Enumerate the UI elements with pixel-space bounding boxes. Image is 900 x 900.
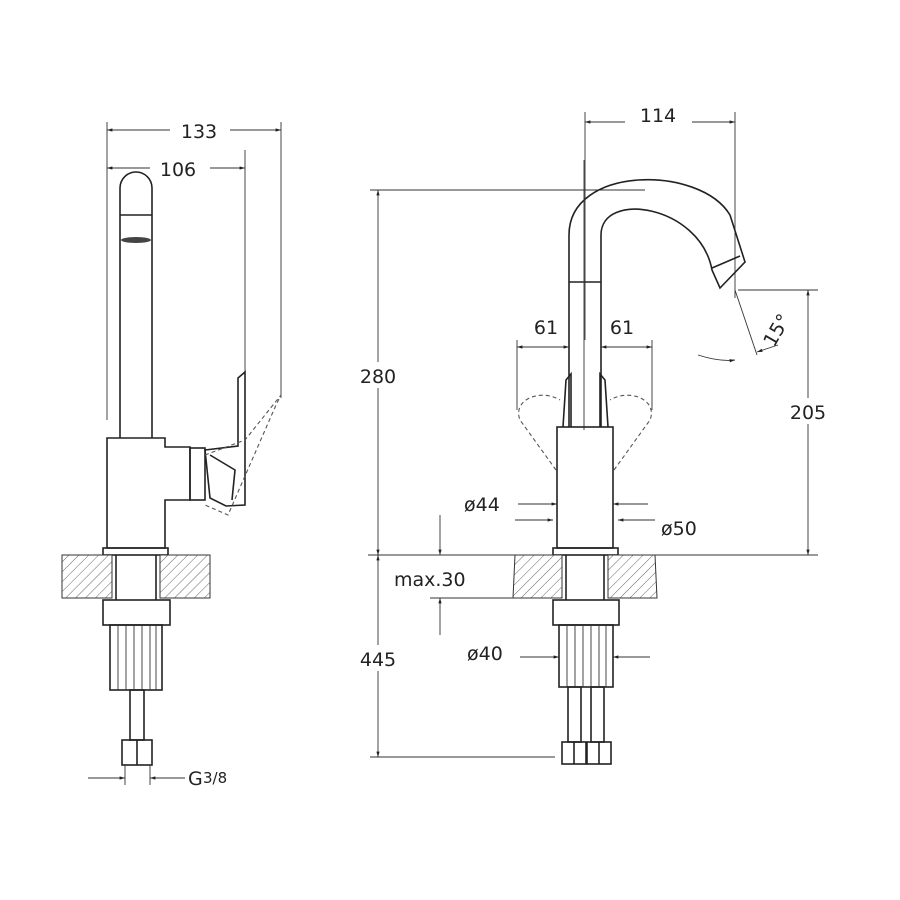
- supply-tails: [558, 624, 614, 688]
- lever-alt-position: [204, 394, 282, 516]
- dimension-label: 445: [360, 649, 396, 671]
- dimension-label: 205: [790, 402, 826, 424]
- dimension-body-diameter-upper: ø44: [464, 494, 648, 516]
- spout: [119, 171, 153, 438]
- dimension-label: 280: [360, 366, 396, 388]
- mounting-nut: [102, 599, 171, 626]
- front-view: 114 280 445 205 15°: [350, 105, 836, 765]
- flex-hose-right: [590, 686, 605, 743]
- thread-size-label: 3/8: [203, 769, 227, 787]
- aerator: [121, 237, 151, 243]
- countertop: [512, 554, 563, 599]
- dimension-label: ø44: [464, 494, 500, 516]
- countertop: [61, 554, 113, 599]
- dimension-spout-reach: 114: [585, 105, 735, 127]
- dimension-label: 133: [181, 121, 217, 143]
- dimension-overall-height: 280: [350, 190, 405, 555]
- mounting-nut: [552, 599, 620, 626]
- thread-label: G: [188, 768, 203, 790]
- dimension-label: 114: [640, 105, 676, 127]
- body: [556, 426, 614, 549]
- dimension-label: ø50: [661, 518, 697, 540]
- supply-tails: [109, 624, 163, 691]
- lever-right-position: [609, 394, 652, 471]
- dimension-label: max.30: [394, 569, 466, 591]
- angle-label: 15°: [759, 310, 795, 350]
- flex-hose: [129, 689, 145, 741]
- dimension-outlet-height: 205: [780, 290, 836, 555]
- body: [106, 437, 191, 549]
- dimension-label: 61: [534, 317, 558, 339]
- dimension-label: 61: [610, 317, 634, 339]
- dimension-connection-thread: G 3/8: [88, 768, 227, 790]
- dimension-lever-swing: 61 61: [517, 317, 652, 349]
- dimension-label: 106: [160, 159, 196, 181]
- dimension-lever-depth: 106: [107, 159, 245, 181]
- lever-left-position: [518, 394, 561, 471]
- dimension-max-counter-thickness: max.30: [394, 515, 515, 635]
- side-view: 133 106: [61, 121, 282, 790]
- dimension-overall-depth: 133: [107, 121, 281, 143]
- flex-hose-left: [567, 686, 582, 743]
- dimension-spout-angle: 15°: [697, 289, 795, 363]
- dimension-below-counter: 445: [350, 555, 405, 757]
- dimension-body-diameter-base: ø50: [515, 518, 697, 540]
- dimension-label: ø40: [467, 643, 503, 665]
- gooseneck-spout: [568, 178, 746, 427]
- lever: [562, 371, 572, 428]
- dimension-mounting-diameter: ø40: [467, 643, 650, 665]
- lever: [204, 370, 246, 507]
